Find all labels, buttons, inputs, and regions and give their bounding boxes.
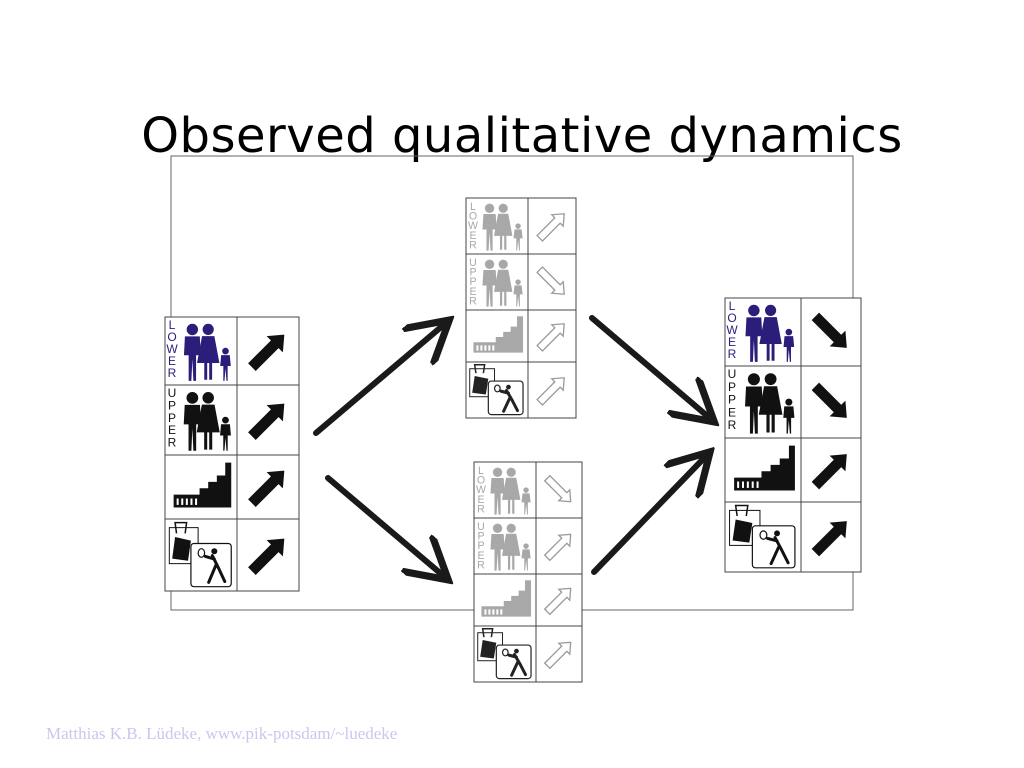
leisure-icon [168,521,232,588]
factory-icon [173,462,232,508]
transition-arrow-upper-intermediate-to-final [589,315,712,420]
page-title: Observed qualitative dynamics [141,108,903,164]
row-label-letter: P [728,380,736,394]
trend-up-arrow-icon [536,323,565,352]
row-label-letter: L [169,318,176,332]
row-label-letter: E [477,494,484,506]
row-label-letter: O [477,475,485,487]
row-label-letter: R [469,239,477,251]
trend-up-arrow-icon [248,334,285,371]
row-label-letter: P [168,398,176,412]
trend-up-arrow-icon [536,213,565,242]
row-label-letter: R [469,295,477,307]
row-label-letter: E [728,335,736,349]
factory-icon [473,316,524,353]
trend-up-arrow-icon [248,538,285,575]
row-label-letter: L [470,201,476,213]
row-label-letter: E [728,405,736,419]
transition-arrow-lower-intermediate-to-final [591,454,708,575]
row-label-letter: P [477,531,484,543]
trend-up-arrow-icon [811,521,847,557]
row-label-letter: U [168,386,177,400]
leisure-icon [729,504,796,569]
row-label-letter: E [168,423,176,437]
row-label-letter: L [729,299,736,313]
row-label-letter: W [476,484,486,496]
transition-arrow-initial-to-upper-intermediate [313,322,447,436]
row-label-letter: W [726,323,738,337]
row-label-letter: P [469,267,476,279]
row-label-letter: U [477,521,485,533]
row-label-letter: E [469,230,476,242]
trend-down-arrow-icon [543,474,572,503]
row-label-letter: R [477,503,485,515]
row-label-letter: P [168,411,176,425]
leisure-icon [469,364,524,416]
row-label-letter: P [477,540,484,552]
row-label-letter: R [477,559,485,571]
trend-down-arrow-icon [536,266,565,295]
trend-down-arrow-icon [811,312,847,348]
footer-credit: Matthias K.B. Lüdeke, www.pik-potsdam/~l… [46,724,398,743]
row-label-letter: W [468,220,478,232]
transition-arrow-initial-to-lower-intermediate [325,475,446,578]
row-label-letter: E [469,286,476,298]
row-label-letter: R [168,436,177,450]
trend-up-arrow-icon [248,403,285,440]
row-label-letter: O [167,330,176,344]
trend-up-arrow-icon [248,470,285,507]
trend-up-arrow-icon [543,533,572,562]
row-label-letter: R [728,418,737,432]
trend-up-arrow-icon [811,454,847,490]
trend-up-arrow-icon [543,641,572,670]
row-label-letter: L [478,465,484,477]
leisure-icon [477,628,532,680]
row-label-letter: U [728,367,737,381]
row-label-letter: W [166,342,178,356]
trend-down-arrow-icon [811,382,847,418]
factory-icon [734,445,795,491]
trend-up-arrow-icon [543,587,572,616]
row-label-letter: E [168,354,176,368]
row-label-letter: R [728,347,737,361]
transitions [313,315,712,578]
row-label-letter: P [469,276,476,288]
trend-up-arrow-icon [536,377,565,406]
row-label-letter: U [469,257,477,269]
row-label-letter: P [728,393,736,407]
row-label-letter: R [168,366,177,380]
row-label-letter: O [469,211,477,223]
row-label-letter: E [477,550,484,562]
factory-icon [481,580,532,617]
row-label-letter: O [727,311,736,325]
